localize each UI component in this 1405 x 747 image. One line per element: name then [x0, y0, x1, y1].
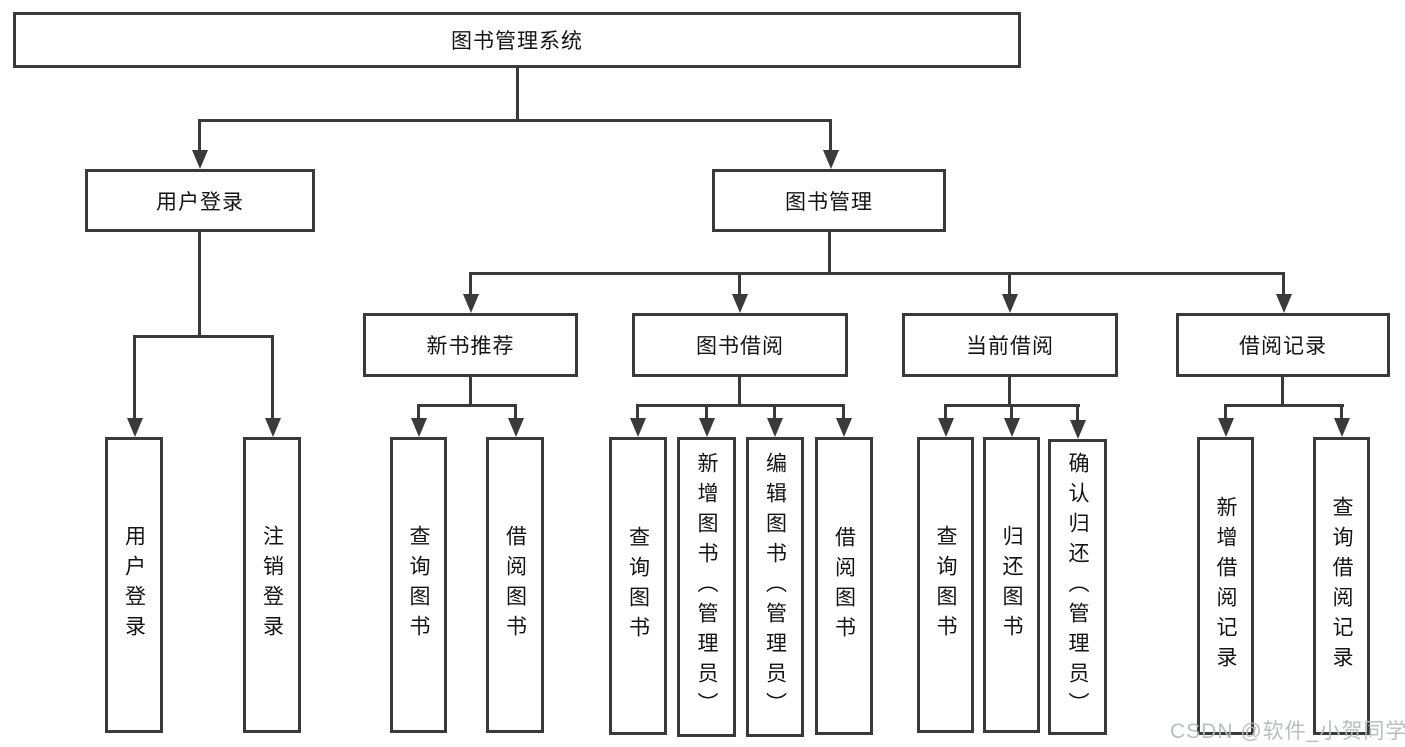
- connector-line: [1340, 404, 1343, 420]
- connector-line: [636, 404, 639, 420]
- leaf-current-query-book-label: 查询图书: [934, 525, 957, 645]
- connector-line: [198, 119, 201, 152]
- node-current-borrow: 当前借阅: [902, 313, 1118, 377]
- connector-line: [514, 404, 517, 420]
- connector-line: [469, 272, 472, 296]
- node-user-login: 用户登录: [85, 169, 315, 232]
- leaf-current-return-book-label: 归还图书: [1000, 525, 1023, 645]
- leaf-user-login: 用户登录: [105, 437, 163, 733]
- connector-line: [842, 404, 845, 420]
- leaf-borrow-query-book: 查询图书: [609, 437, 667, 735]
- leaf-add-borrow-record: 新增借阅记录: [1197, 437, 1254, 735]
- leaf-borrow-query-book-label: 查询图书: [626, 526, 650, 646]
- connector-line: [516, 68, 519, 120]
- arrowhead-down-icon: [630, 418, 646, 437]
- arrowhead-down-icon: [265, 418, 281, 437]
- leaf-user-login-label: 用户登录: [122, 525, 146, 645]
- connector-line: [944, 404, 947, 420]
- connector-line: [271, 335, 274, 420]
- leaf-current-return-book: 归还图书: [983, 437, 1040, 733]
- connector-line: [1010, 404, 1013, 420]
- arrowhead-down-icon: [1334, 418, 1350, 437]
- connector-line: [198, 232, 201, 336]
- csdn-watermark: CSDN @软件_小贺同学: [1170, 720, 1405, 743]
- leaf-recommend-query-book-label: 查询图书: [407, 525, 430, 645]
- connector-line: [738, 272, 741, 296]
- node-borrow-records-label: 借阅记录: [1239, 335, 1327, 358]
- arrowhead-down-icon: [463, 294, 479, 313]
- leaf-borrow-edit-book-admin-label: 编辑图书（管理员）: [763, 452, 787, 722]
- leaf-borrow-add-book-admin-label: 新增图书（管理员）: [695, 452, 718, 722]
- arrowhead-down-icon: [732, 294, 748, 313]
- leaf-borrow-add-book-admin: 新增图书（管理员）: [677, 437, 736, 737]
- connector-line: [1281, 377, 1284, 406]
- connector-line: [469, 272, 1285, 275]
- arrowhead-down-icon: [1002, 294, 1018, 313]
- arrowhead-down-icon: [938, 418, 954, 437]
- node-book-borrow: 图书借阅: [632, 313, 848, 377]
- node-current-borrow-label: 当前借阅: [966, 335, 1054, 358]
- connector-line: [829, 119, 832, 152]
- leaf-add-borrow-record-label: 新增借阅记录: [1214, 496, 1237, 676]
- connector-line: [705, 404, 708, 420]
- arrowhead-down-icon: [192, 150, 208, 169]
- arrowhead-down-icon: [836, 418, 852, 437]
- node-root-label: 图书管理系统: [451, 30, 583, 53]
- node-borrow-records: 借阅记录: [1176, 313, 1390, 377]
- leaf-logout: 注销登录: [243, 437, 301, 733]
- node-new-book-recommend-label: 新书推荐: [426, 335, 515, 358]
- connector-line: [828, 232, 831, 274]
- connector-line: [1076, 404, 1079, 420]
- arrowhead-down-icon: [1004, 418, 1020, 437]
- arrowhead-down-icon: [411, 418, 427, 437]
- arrowhead-down-icon: [127, 418, 143, 437]
- connector-line: [198, 119, 832, 122]
- leaf-borrow-edit-book-admin: 编辑图书（管理员）: [746, 437, 804, 737]
- arrowhead-down-icon: [1218, 418, 1234, 437]
- connector-line: [738, 377, 741, 406]
- connector-line: [1224, 404, 1344, 407]
- leaf-query-borrow-record-label: 查询借阅记录: [1330, 496, 1353, 676]
- connector-line: [133, 335, 136, 420]
- connector-line: [133, 335, 274, 338]
- connector-line: [469, 377, 472, 406]
- connector-line: [1224, 404, 1227, 420]
- arrowhead-down-icon: [767, 418, 783, 437]
- leaf-recommend-borrow-book-label: 借阅图书: [503, 525, 527, 645]
- leaf-current-confirm-return-admin-label: 确认归还（管理员）: [1066, 452, 1089, 722]
- leaf-borrow-borrow-book-label: 借阅图书: [832, 526, 856, 646]
- arrowhead-down-icon: [823, 150, 839, 169]
- leaf-recommend-borrow-book: 借阅图书: [486, 437, 544, 733]
- leaf-current-query-book: 查询图书: [917, 437, 974, 733]
- leaf-recommend-query-book: 查询图书: [390, 437, 447, 733]
- connector-line: [417, 404, 420, 420]
- node-new-book-recommend: 新书推荐: [363, 313, 578, 377]
- arrowhead-down-icon: [1070, 420, 1086, 439]
- connector-line: [1008, 377, 1011, 406]
- leaf-logout-label: 注销登录: [260, 525, 284, 645]
- connector-line: [1008, 272, 1011, 296]
- connector-line: [636, 404, 845, 407]
- connector-line: [773, 404, 776, 420]
- leaf-query-borrow-record: 查询借阅记录: [1313, 437, 1370, 735]
- node-user-login-label: 用户登录: [156, 190, 244, 214]
- node-book-management-label: 图书管理: [785, 190, 873, 214]
- leaf-borrow-borrow-book: 借阅图书: [815, 437, 873, 735]
- leaf-current-confirm-return-admin: 确认归还（管理员）: [1048, 439, 1107, 735]
- arrowhead-down-icon: [508, 418, 524, 437]
- node-root: 图书管理系统: [13, 12, 1021, 68]
- connector-line: [417, 404, 517, 407]
- arrowhead-down-icon: [1276, 294, 1292, 313]
- node-book-management: 图书管理: [712, 169, 946, 232]
- node-book-borrow-label: 图书借阅: [696, 335, 784, 358]
- connector-line: [1282, 272, 1285, 296]
- arrowhead-down-icon: [699, 418, 715, 437]
